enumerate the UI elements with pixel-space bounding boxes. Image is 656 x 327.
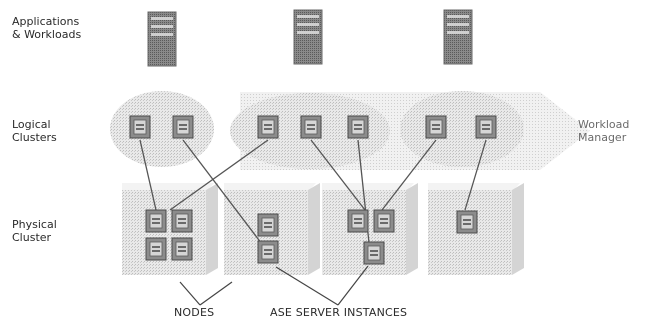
label-physical-line1: Physical (12, 218, 57, 231)
ase-instance-icon (374, 210, 394, 232)
label-nodes: NODES (174, 306, 214, 319)
ase-instance-icon (172, 238, 192, 260)
ase-instance-icon (173, 116, 193, 138)
label-physical-cluster: Physical Cluster (12, 218, 57, 244)
ase-instance-icon (130, 116, 150, 138)
label-ase-server-instances: ASE SERVER INSTANCES (270, 306, 407, 319)
label-workload-line2: Manager (578, 131, 629, 144)
ase-instance-icon (146, 238, 166, 260)
physical-node-1 (122, 183, 218, 275)
ase-instance-icon (258, 241, 278, 263)
label-physical-line2: Cluster (12, 231, 57, 244)
ase-instance-icon (348, 210, 368, 232)
label-applications: Applications & Workloads (12, 15, 81, 41)
ase-instance-icon (348, 116, 368, 138)
label-workload-line1: Workload (578, 118, 629, 131)
application-server-2 (294, 10, 322, 64)
ase-instance-icon (426, 116, 446, 138)
logical-cluster-3 (400, 91, 524, 167)
label-logical-clusters: Logical Clusters (12, 118, 57, 144)
application-server-1 (148, 12, 176, 66)
label-logical-line2: Clusters (12, 131, 57, 144)
label-workload-manager: Workload Manager (578, 118, 629, 144)
application-server-3 (444, 10, 472, 64)
label-logical-line1: Logical (12, 118, 57, 131)
ase-instance-icon (301, 116, 321, 138)
logical-cluster-1 (110, 91, 214, 167)
ase-instance-icon (172, 210, 192, 232)
label-applications-line1: Applications (12, 15, 81, 28)
ase-instance-icon (457, 211, 477, 233)
ase-instance-icon (476, 116, 496, 138)
ase-instance-icon (258, 116, 278, 138)
label-applications-line2: & Workloads (12, 28, 81, 41)
ase-instance-icon (258, 214, 278, 236)
ase-instance-icon (364, 242, 384, 264)
ase-instance-icon (146, 210, 166, 232)
